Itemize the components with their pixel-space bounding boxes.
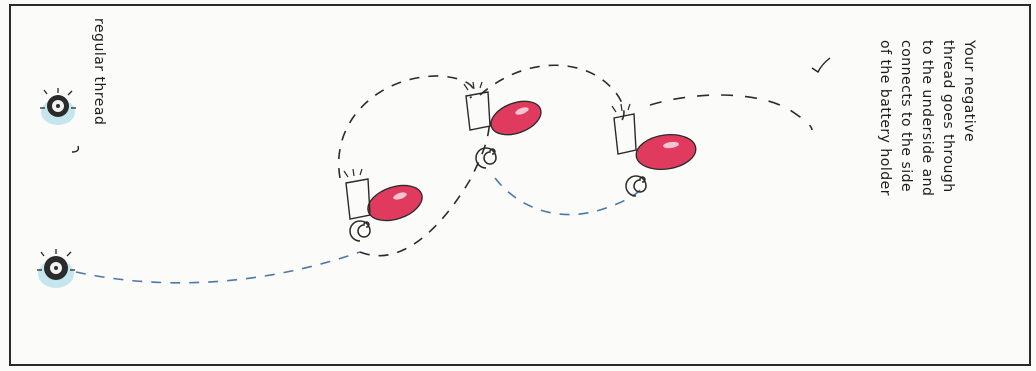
label-negative-thread: Your negative thread goes through to the… — [877, 39, 977, 196]
thread-bottom-to-led1 — [76, 252, 360, 283]
thread-led1-loop-up — [339, 76, 474, 178]
thread-led2-to-led3 — [495, 178, 642, 215]
snap-top — [40, 88, 76, 125]
led-3-bulb — [634, 131, 698, 173]
thread-led1-to-led2 — [360, 120, 490, 256]
led-2 — [464, 82, 546, 168]
arrow-negative-thread — [812, 58, 830, 72]
label-negative-line-5: of the battery holder — [877, 40, 893, 196]
led-3 — [612, 104, 698, 196]
frame-border — [10, 5, 1030, 365]
label-regular-thread: regular thread — [91, 18, 107, 125]
label-negative-line-1: Your negative — [961, 39, 977, 142]
led-1 — [344, 169, 427, 241]
led-2-bulb — [486, 95, 545, 141]
arrow-regular-thread — [72, 146, 78, 152]
thread-led3-to-holder — [650, 95, 812, 130]
led-1-bulb — [363, 179, 426, 227]
label-negative-line-2: thread goes through — [940, 40, 956, 193]
label-negative-line-3: to the underside and — [919, 40, 935, 196]
label-negative-line-4: connects to the side — [898, 40, 914, 192]
snap-bottom — [37, 249, 75, 288]
